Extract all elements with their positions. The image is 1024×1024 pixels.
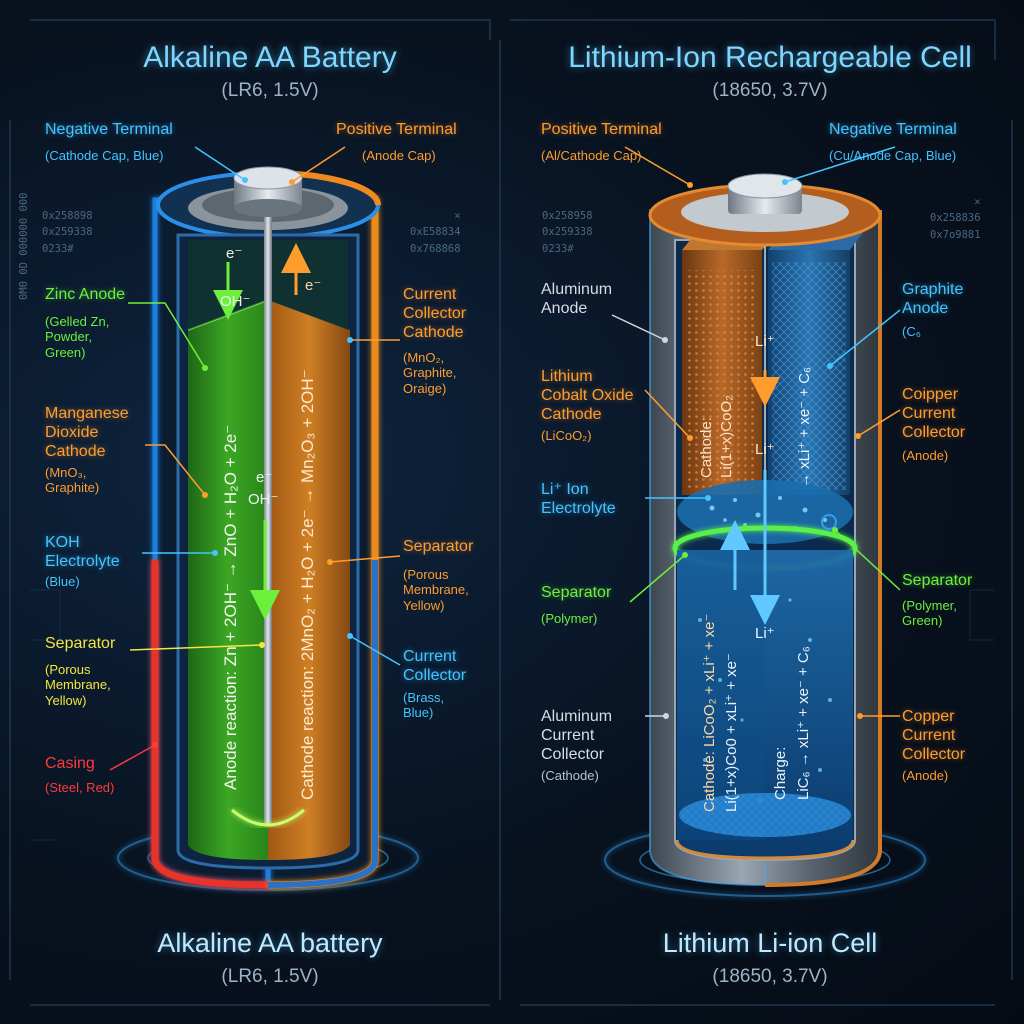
label-negative-terminal: Negative Terminal: [45, 121, 173, 140]
label-positive-terminal-detail: (Anode Cap): [362, 148, 436, 163]
li-cathode-reaction-1: Cathode: LiCoO₂ + xLi⁺ + xe⁻: [700, 614, 718, 812]
ion-li-mid: Li⁺: [755, 440, 775, 458]
ion-li-top: Li⁺: [755, 332, 775, 350]
ion-electron-top: e⁻: [226, 244, 242, 262]
label-manganese-cathode-detail: (MnO₃,Graphite): [45, 465, 99, 496]
right-subtitle: (18650, 3.7V): [520, 80, 1020, 102]
label-zinc-anode-detail: (Gelled Zn,Powder,Green): [45, 314, 109, 360]
right-footer-subtitle: (18650, 3.7V): [520, 966, 1020, 988]
li-ion-cell: [605, 174, 925, 896]
ion-hydroxide-top: OH⁻: [220, 292, 250, 310]
label-positive-terminal: Positive Terminal: [336, 121, 457, 140]
alkaline-battery: [118, 167, 418, 890]
li-label-separator-left-detail: (Polymer): [541, 611, 597, 626]
ion-electron-mid: e⁻: [256, 468, 272, 486]
li-label-lco-cathode-detail: (LiCoO₂): [541, 428, 592, 443]
li-anode-top-formula: → xLi⁺ + xe⁻ + C₆: [795, 367, 813, 488]
li-label-separator-right: Separator: [902, 572, 972, 591]
right-title: Lithium-Ion Rechargeable Cell: [520, 40, 1020, 75]
li-label-separator-left: Separator: [541, 584, 611, 603]
li-label-negative-terminal-detail: (Cu/Anode Cap, Blue): [829, 148, 956, 163]
li-label-negative-terminal: Negative Terminal: [829, 121, 957, 140]
label-casing: Casing: [45, 755, 95, 774]
label-current-collector-cathode-detail: (MnO₂,Graphite,Oraige): [403, 350, 456, 396]
right-footer-title: Lithium Li-ion Cell: [520, 928, 1020, 960]
anode-reaction: Anode reaction: Zn + 2OH⁻ → ZnO + H₂O + …: [221, 425, 241, 790]
ion-electron-out: e⁻: [305, 276, 321, 294]
li-cathode-reaction-2: Li(1+x)Co0 + xLi⁺ + xe⁻: [722, 653, 740, 812]
cathode-reaction: Cathode reaction: 2MnO₂ + H₂O + 2e⁻ → Mn…: [298, 369, 318, 800]
li-label-positive-terminal-detail: (Al/Cathode Cap): [541, 148, 641, 163]
side-code: 0M0 0D 000000 000: [16, 193, 32, 300]
label-separator-right: Separator: [403, 538, 473, 557]
left-subtitle: (LR6, 1.5V): [60, 80, 480, 102]
li-label-separator-right-detail: (Polymer,Green): [902, 598, 957, 629]
li-label-positive-terminal: Positive Terminal: [541, 121, 662, 140]
li-cathode-top-label: Cathode:: [698, 417, 715, 478]
li-label-graphite-anode-detail: (C₆: [902, 324, 921, 339]
li-charge-reaction-2: LiC₆ → xLi⁺ + xe⁻ + C₆: [794, 646, 812, 800]
left-footer-subtitle: (LR6, 1.5V): [60, 966, 480, 988]
label-negative-terminal-detail: (Cathode Cap, Blue): [45, 148, 164, 163]
li-label-aluminum-collector-detail: (Cathode): [541, 768, 599, 783]
li-charge-reaction-1: Charge:: [772, 747, 789, 800]
ion-hydroxide-mid: OH⁻: [248, 490, 278, 508]
label-koh-electrolyte-detail: (Blue): [45, 574, 80, 589]
li-cathode-top-formula: Li(1+x)CoO₂: [718, 395, 735, 478]
li-label-copper-collector-bottom-detail: (Anode): [902, 768, 948, 783]
label-casing-detail: (Steel, Red): [45, 780, 114, 795]
label-zinc-anode: Zinc Anode: [45, 286, 125, 305]
left-footer-title: Alkaline AA battery: [60, 928, 480, 960]
left-title: Alkaline AA Battery: [60, 40, 480, 75]
ion-li-bottom: Li⁺: [755, 624, 775, 642]
label-current-collector-brass-detail: (Brass,Blue): [403, 690, 444, 721]
label-separator-left: Separator: [45, 635, 115, 654]
li-label-copper-collector-top-detail: (Anode): [902, 448, 948, 463]
